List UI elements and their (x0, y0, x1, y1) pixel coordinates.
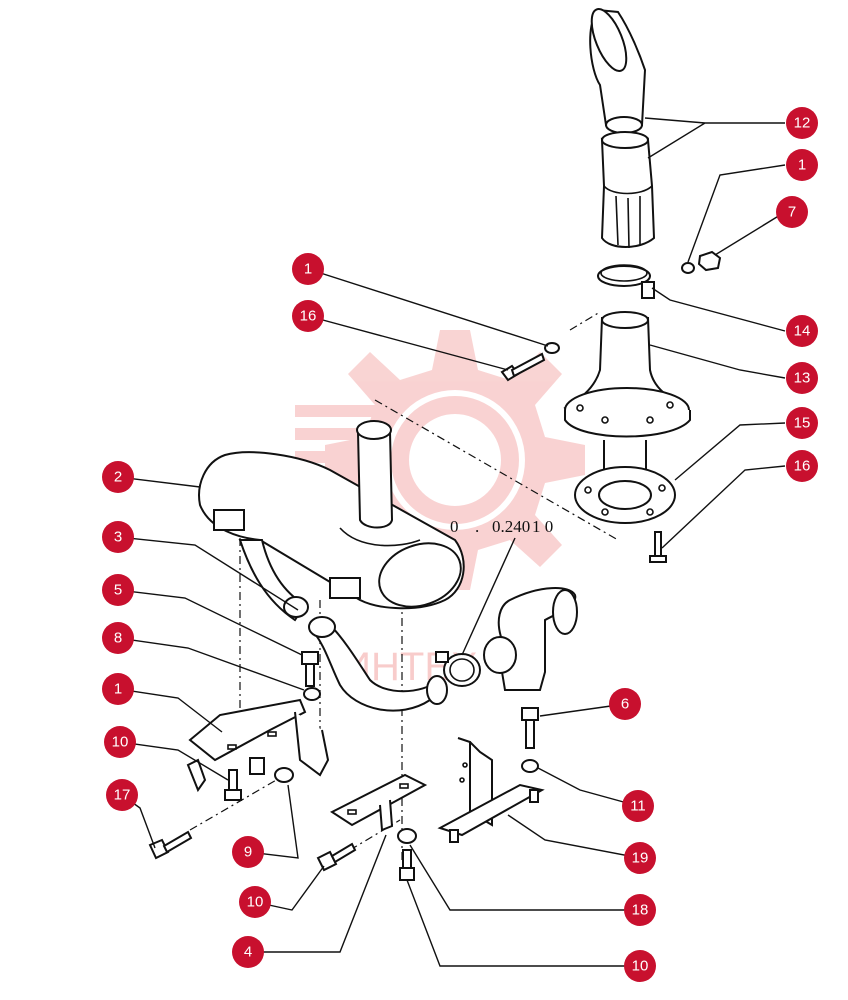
callout-3: 3 (102, 521, 134, 553)
svg-text:10: 10 (632, 958, 649, 975)
callout-7: 7 (776, 196, 808, 228)
callout-17: 17 (106, 779, 138, 811)
callout-14: 14 (786, 315, 818, 347)
callout-9: 9 (232, 836, 264, 868)
callout-18: 18 (624, 894, 656, 926)
callout-2: 2 (102, 461, 134, 493)
exhaust-rain-cap-pipe (589, 8, 656, 249)
svg-text:14: 14 (794, 323, 811, 340)
callout-12: 12 (786, 107, 818, 139)
flange-gasket (574, 440, 676, 524)
svg-text:8: 8 (114, 630, 122, 647)
pipe-flange-adapter (563, 311, 691, 438)
svg-text:2: 2 (114, 469, 122, 486)
svg-text:11: 11 (630, 798, 646, 815)
callout-11: 11 (622, 790, 654, 822)
callout-6: 6 (609, 688, 641, 720)
svg-text:1: 1 (798, 157, 806, 174)
bolt-16-lower (649, 531, 667, 563)
washer-11 (521, 759, 539, 773)
callout-5: 5 (102, 574, 134, 606)
callout-1-washer: 1 (292, 253, 324, 285)
bolt-10-bottom (399, 849, 415, 881)
mounting-bracket-19 (437, 737, 545, 843)
washer-18 (397, 828, 417, 844)
svg-text:18: 18 (632, 902, 649, 919)
bolt-10-left (224, 769, 242, 801)
reference-prefix: 0 (450, 517, 459, 536)
svg-text:16: 16 (300, 308, 317, 325)
centerline-pipe (569, 311, 601, 331)
svg-text:17: 17 (114, 787, 131, 804)
svg-text:15: 15 (794, 415, 811, 432)
svg-text:1: 1 (304, 261, 312, 278)
bolt-16-upper (500, 342, 560, 382)
callout-8: 8 (102, 622, 134, 654)
centerline-bolt-17 (189, 774, 286, 831)
reference-code-value: 0.240 (492, 517, 530, 536)
svg-text:16: 16 (794, 458, 811, 475)
callout-13: 13 (786, 362, 818, 394)
svg-text:9: 9 (244, 844, 252, 861)
callout-15: 15 (786, 407, 818, 439)
hose-clamp (435, 651, 481, 687)
reference-suffix: 1 0 (532, 517, 553, 536)
callout-1-bracket: 1 (102, 673, 134, 705)
callout-19: 19 (624, 842, 656, 874)
svg-text:5: 5 (114, 582, 122, 599)
muffler-body (198, 420, 465, 610)
elbow-pipe (308, 616, 448, 712)
svg-text:7: 7 (788, 204, 796, 221)
pipe-clamp-band (597, 264, 655, 299)
callout-16-upper: 16 (292, 300, 324, 332)
washer-and-nut (681, 250, 722, 274)
bolt-6 (521, 707, 539, 749)
callout-10-bottom: 10 (624, 950, 656, 982)
reference-code: 0 . 0.240 1 0 (450, 517, 553, 536)
muffler-bracket-left (186, 698, 330, 793)
washer-8 (303, 687, 321, 701)
callout-16-lower: 16 (786, 450, 818, 482)
svg-text:6: 6 (621, 696, 629, 713)
curved-pipe (238, 539, 309, 622)
svg-text:3: 3 (114, 529, 122, 546)
bolt-5 (301, 651, 319, 687)
washer-9 (274, 767, 294, 783)
bolt-17 (148, 830, 193, 860)
reference-dot: . (475, 517, 479, 536)
svg-text:1: 1 (114, 681, 122, 698)
svg-text:12: 12 (794, 115, 811, 132)
svg-text:10: 10 (247, 894, 264, 911)
callout-1-top: 1 (786, 149, 818, 181)
svg-text:4: 4 (244, 944, 252, 961)
svg-text:10: 10 (112, 734, 129, 751)
callout-4: 4 (232, 936, 264, 968)
callout-10-left: 10 (104, 726, 136, 758)
bolt-10-middle (316, 842, 357, 872)
exhaust-outlet-elbow (483, 587, 578, 691)
callout-10-middle: 10 (239, 886, 271, 918)
svg-text:19: 19 (632, 850, 649, 867)
svg-text:13: 13 (794, 370, 811, 387)
support-bracket-4 (329, 773, 428, 832)
